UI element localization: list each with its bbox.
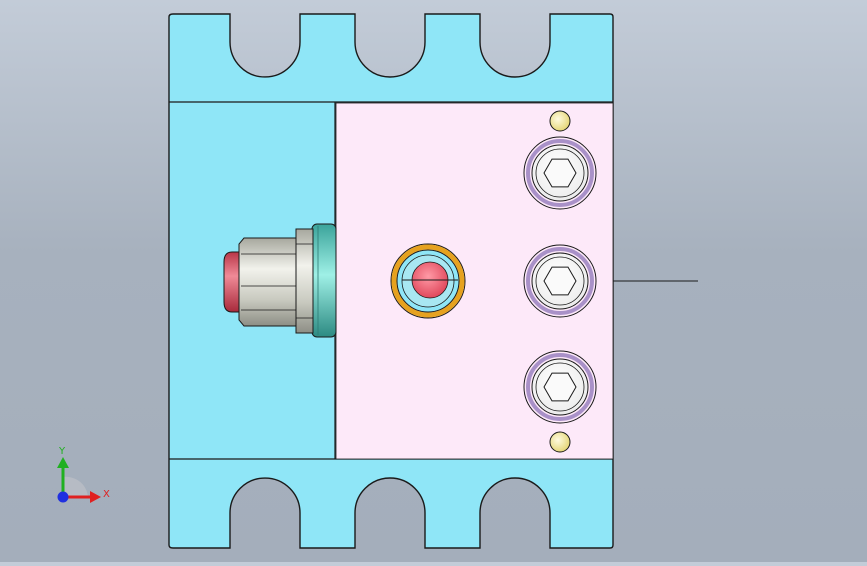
side-fitting[interactable] (223, 223, 337, 338)
socket-screw-top[interactable] (523, 136, 597, 210)
fitting-red-tip (223, 251, 240, 313)
dowel-pin-bottom[interactable] (549, 431, 571, 453)
triad-y-arrow-icon (57, 457, 69, 468)
hex-socket-icon (543, 158, 577, 188)
hex-socket-icon (543, 266, 577, 296)
center-port[interactable] (390, 243, 466, 319)
dowel-pin-top[interactable] (549, 110, 571, 132)
triad-rotation-arc-icon (63, 476, 88, 497)
screw-head-chamfer (535, 362, 585, 412)
screw-ring (526, 353, 594, 421)
triad-x-arrow-icon (90, 491, 101, 503)
screw-head-chamfer (535, 148, 585, 198)
fitting-collar (295, 228, 314, 334)
socket-screw-bottom[interactable] (523, 350, 597, 424)
coordinate-triad[interactable]: Y X (57, 446, 110, 503)
triad-y-label: Y (58, 446, 66, 457)
screw-ring (526, 247, 594, 315)
socket-screw-middle[interactable] (523, 244, 597, 318)
port-gold-ring (391, 244, 465, 318)
hex-nut (238, 237, 297, 327)
triad-x-label: X (103, 489, 110, 500)
screw-head-chamfer (535, 256, 585, 306)
hex-socket-icon (543, 372, 577, 402)
screw-ring (526, 139, 594, 207)
triad-z-axis-icon (57, 491, 69, 503)
fitting-ring (311, 223, 337, 338)
